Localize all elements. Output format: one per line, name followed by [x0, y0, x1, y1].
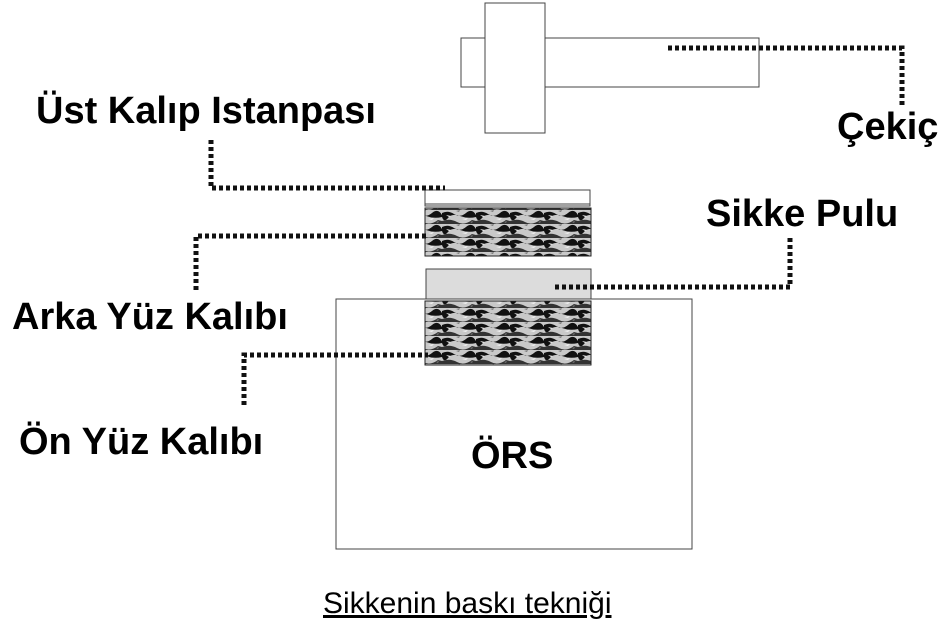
upper-die-holder-body: [424, 189, 591, 207]
leader-upper-die-holder: [208, 140, 445, 191]
hammer-handle: [544, 37, 760, 88]
upper-die-holder: [424, 189, 591, 205]
label-reverse-die: Arka Yüz Kalıbı: [12, 296, 288, 338]
reverse-die: [424, 207, 592, 257]
label-coin-blank: Sikke Pulu: [706, 193, 899, 235]
hammer-left-stub: [460, 37, 486, 88]
label-anvil: ÖRS: [471, 435, 554, 477]
label-obverse-die: Ön Yüz Kalıbı: [19, 421, 264, 463]
diagram-caption: Sikkenin baskı tekniği: [323, 587, 612, 620]
label-hammer: Çekiç: [837, 106, 939, 148]
leader-reverse-die: [193, 233, 428, 290]
coin-blank: [425, 268, 592, 300]
obverse-die: [424, 300, 592, 366]
label-upper-die-holder: Üst Kalıp Istanpası: [36, 90, 376, 132]
hammer: [460, 2, 760, 134]
hammer-head: [484, 2, 546, 134]
leader-obverse-die: [241, 352, 428, 405]
leader-hammer: [668, 45, 905, 108]
leader-coin-blank: [555, 238, 793, 290]
